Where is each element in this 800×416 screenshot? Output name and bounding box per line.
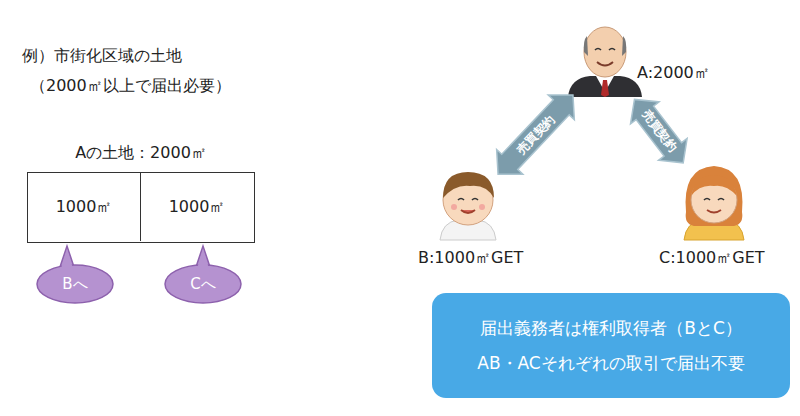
speech-bubble: Cへ	[164, 264, 242, 304]
contract-arrow	[497, 95, 575, 174]
speech-bubble: Bへ	[36, 264, 114, 304]
person-c-figure	[684, 166, 744, 240]
example-note: （2000㎡以上で届出必要）	[30, 76, 231, 97]
note-box: 届出義務者は権利取得者（BとC）AB・ACそれぞれの取引で届出不要	[432, 293, 790, 398]
person-label: A:2000㎡	[637, 63, 710, 84]
example-heading: 例）市街化区域の土地	[22, 46, 182, 67]
note-text: 届出義務者は権利取得者（BとC）	[480, 311, 742, 346]
contract-arrow	[631, 99, 688, 162]
person: B:1000㎡GET	[440, 170, 496, 242]
area-label: 1000㎡	[169, 197, 226, 218]
person-label: C:1000㎡GET	[659, 248, 765, 269]
person: C:1000㎡GET	[685, 165, 743, 241]
bubble-text: Bへ	[62, 275, 87, 294]
person: A:2000㎡	[575, 25, 635, 97]
plot-half: 1000㎡	[28, 173, 141, 241]
area-label: 1000㎡	[56, 197, 113, 218]
land-plot: Aの土地：2000㎡1000㎡1000㎡	[27, 172, 255, 243]
person-b-figure	[440, 172, 496, 240]
plot-heading: Aの土地：2000㎡	[28, 143, 254, 164]
person-a-figure	[568, 27, 642, 97]
person-label: B:1000㎡GET	[418, 248, 523, 269]
bubble-text: Cへ	[190, 275, 215, 294]
plot-half: 1000㎡	[141, 173, 253, 241]
note-text: AB・ACそれぞれの取引で届出不要	[477, 346, 745, 381]
